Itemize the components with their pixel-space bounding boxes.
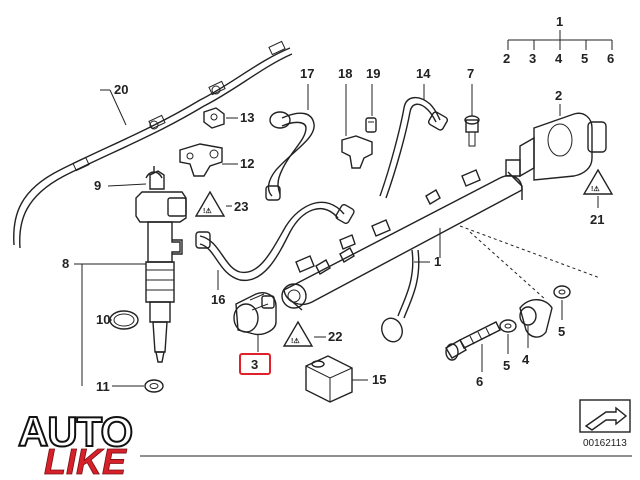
rail-pressure-sensor: 3	[233, 292, 277, 375]
callout-11: 11	[96, 379, 110, 394]
clamp-18-bolt-19: 18 19	[338, 66, 380, 169]
callout-1-rail: 1	[434, 254, 441, 269]
diagram-footer: 00162113	[140, 399, 632, 457]
mount-block-15: 15	[305, 355, 386, 403]
pressure-pipe-16: 16	[195, 201, 355, 307]
callout-12: 12	[240, 156, 254, 171]
callout-16: 16	[211, 292, 225, 307]
callout-3-sensor: 3	[251, 357, 258, 372]
pressure-pipe-14: 14	[379, 66, 449, 199]
callout-tree: 1 2 3 4 5 6	[503, 14, 614, 66]
callout-3: 3	[529, 51, 536, 66]
bolt-7: 7	[464, 66, 480, 147]
logo-word-auto: AUTO	[18, 408, 132, 455]
warning-icon-22: !⚠ 22	[282, 320, 342, 347]
bracket-and-nut: 13 12	[179, 107, 254, 177]
warning-icon-23: !⚠ 23	[194, 190, 248, 217]
banjo-fittings: 5 4 5 6	[445, 225, 601, 389]
callout-1-top: 1	[556, 14, 563, 29]
callout-9: 9	[94, 178, 101, 193]
callout-10: 10	[96, 312, 110, 327]
callout-20: 20	[114, 82, 128, 97]
callout-2-right: 2	[555, 88, 562, 103]
callout-5-a: 5	[558, 324, 565, 339]
callout-5: 5	[581, 51, 588, 66]
svg-text:!⚠: !⚠	[591, 185, 600, 193]
callout-21: 21	[590, 212, 604, 227]
autolike-logo: AUTO LIKE	[17, 407, 134, 480]
svg-text:!⚠: !⚠	[203, 207, 212, 215]
callout-22: 22	[328, 329, 342, 344]
callout-4-bottom: 4	[522, 352, 530, 367]
callout-15: 15	[372, 372, 386, 387]
callout-17: 17	[300, 66, 314, 81]
callout-2: 2	[503, 51, 510, 66]
injector: 9 10 11 8	[62, 166, 187, 394]
callout-7: 7	[467, 66, 474, 81]
svg-text:!⚠: !⚠	[291, 337, 300, 345]
common-rail: 1	[281, 159, 523, 343]
highlight-box	[239, 353, 271, 375]
callout-4: 4	[555, 51, 563, 66]
leak-off-hose: 20	[13, 40, 293, 249]
callout-8: 8	[62, 256, 69, 271]
logo-word-like: LIKE	[44, 441, 127, 480]
callout-6-bottom: 6	[476, 374, 483, 389]
callout-23: 23	[234, 199, 248, 214]
callout-19: 19	[366, 66, 380, 81]
callout-18: 18	[338, 66, 352, 81]
warning-icon-21: !⚠ 21	[582, 168, 614, 227]
callout-13: 13	[240, 110, 254, 125]
pressure-regulator: 2	[519, 88, 607, 181]
callout-14: 14	[416, 66, 431, 81]
pressure-pipe-17: 17	[265, 66, 315, 201]
callout-6: 6	[607, 51, 614, 66]
callout-5-b: 5	[503, 358, 510, 373]
diagram-id: 00162113	[583, 438, 627, 449]
